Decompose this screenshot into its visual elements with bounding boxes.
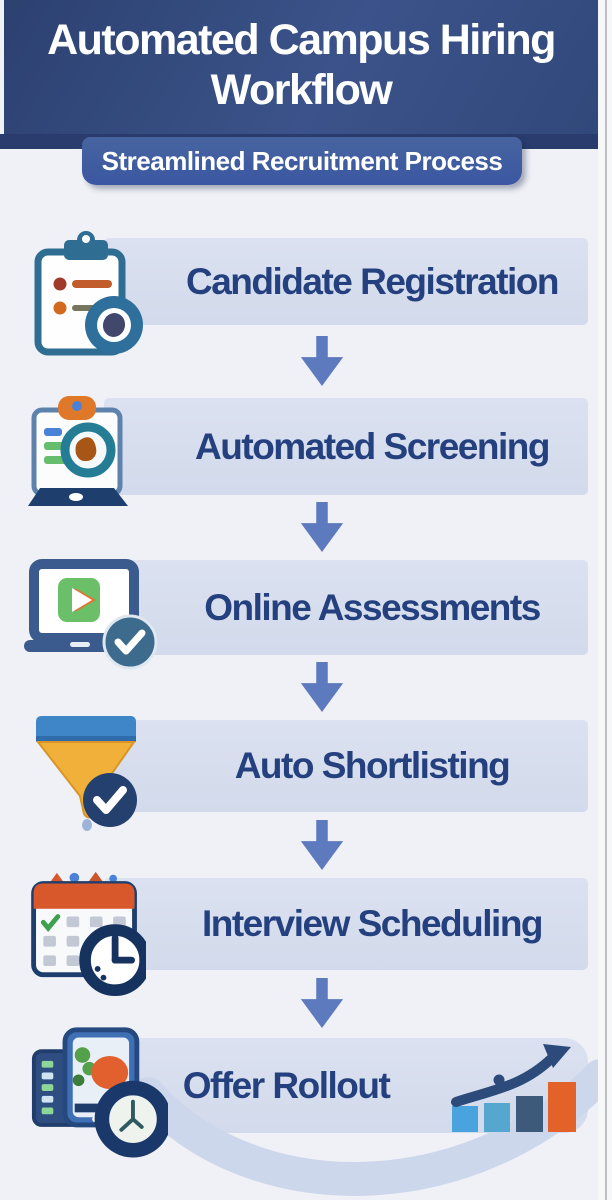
step-bar-automated-screening: Automated Screening bbox=[104, 398, 588, 495]
page-edge-line bbox=[605, 0, 607, 1200]
clipboard-checklist-icon bbox=[34, 231, 143, 356]
down-arrow-icon bbox=[300, 978, 344, 1028]
step-label: Automated Screening bbox=[195, 425, 550, 467]
down-arrow-icon bbox=[300, 502, 344, 552]
monitor-clock-icon bbox=[31, 1027, 168, 1158]
down-arrow-icon bbox=[300, 662, 344, 712]
step-label: Online Assessments bbox=[204, 586, 541, 628]
page-title-line2: Workflow bbox=[210, 66, 393, 114]
step-bar-candidate-registration: Candidate Registration bbox=[104, 238, 588, 325]
document-magnifier-icon bbox=[28, 396, 128, 506]
page-title-line1: Automated Campus Hiring bbox=[47, 16, 556, 64]
step-bar-auto-shortlisting: Auto Shortlisting bbox=[104, 720, 588, 812]
growth-chart-icon bbox=[451, 1044, 576, 1132]
step-label: Candidate Registration bbox=[186, 260, 560, 302]
step-label: Interview Scheduling bbox=[201, 903, 544, 944]
step-bar-online-assessments: Online Assessments bbox=[104, 560, 588, 655]
subtitle-pill: Streamlined Recruitment Process bbox=[82, 137, 522, 185]
step-label: Auto Shortlisting bbox=[234, 745, 511, 786]
header-banner: Automated Campus Hiring Workflow bbox=[4, 0, 598, 134]
down-arrow-icon bbox=[300, 820, 344, 870]
funnel-check-icon bbox=[35, 716, 137, 831]
step-bar-interview-scheduling: Interview Scheduling bbox=[104, 878, 588, 970]
laptop-play-check-icon bbox=[24, 559, 158, 670]
calendar-clock-icon bbox=[31, 871, 146, 997]
down-arrow-icon bbox=[300, 336, 344, 386]
